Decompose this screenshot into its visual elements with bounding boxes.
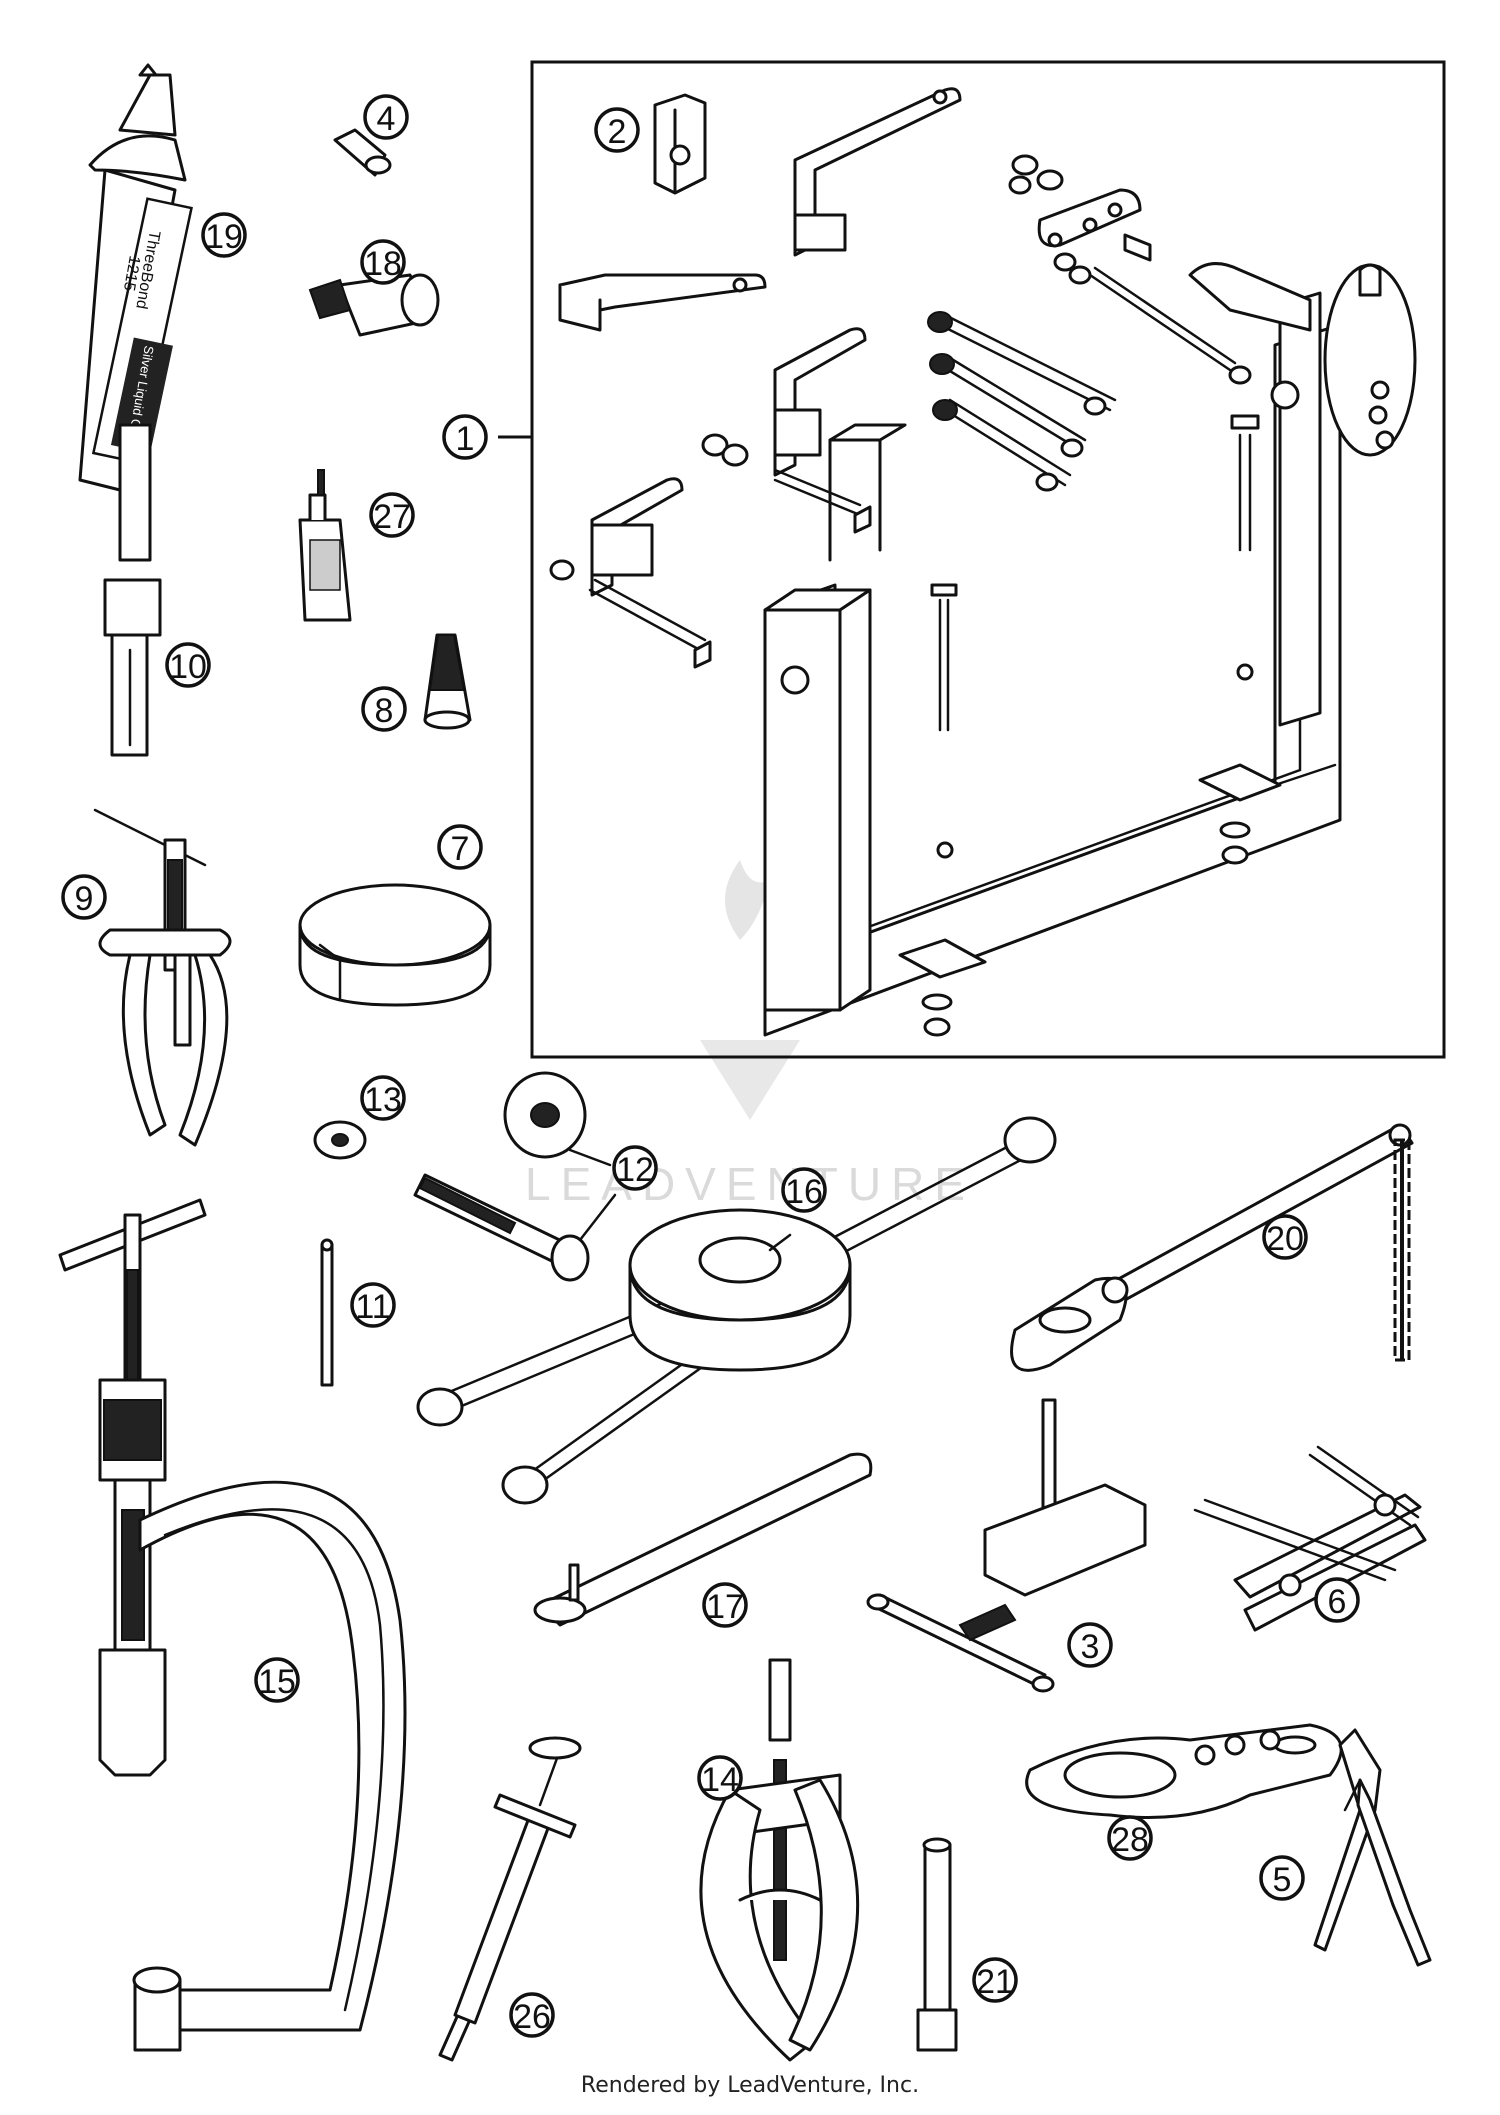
callout-label: 13 — [364, 1081, 402, 1119]
callout-label: 16 — [785, 1173, 823, 1211]
callout-label: 20 — [1266, 1220, 1304, 1258]
clutch-holder — [1025, 1723, 1343, 1819]
snap-ring-pliers — [1313, 1728, 1432, 1967]
callout-7: 7 — [437, 824, 483, 870]
sprocket-holder — [1010, 1123, 1414, 1372]
callout-12: 12 — [612, 1145, 658, 1191]
callout-label: 27 — [373, 498, 411, 536]
callout-1: 1 — [442, 414, 488, 460]
nozzle — [333, 128, 392, 177]
callout-21: 21 — [972, 1957, 1018, 2003]
callout-10: 10 — [165, 642, 211, 688]
bolt-and-bushing — [413, 1071, 617, 1282]
callout-28: 28 — [1107, 1815, 1153, 1861]
thread-lock-bottle — [298, 469, 352, 622]
callout-2: 2 — [594, 107, 640, 153]
chain-breaker — [866, 1398, 1147, 1693]
callout-label: 1 — [456, 420, 475, 458]
stand-kit-frame — [530, 60, 1446, 1059]
tube-number: 1215 — [120, 254, 143, 292]
callout-label: 18 — [364, 245, 402, 283]
footer-credit: Rendered by LeadVenture, Inc. — [580, 2073, 920, 2098]
callout-label: 26 — [513, 1998, 551, 2036]
pin — [320, 1238, 334, 1387]
callout-label: 5 — [1273, 1861, 1292, 1899]
callout-11: 11 — [350, 1282, 396, 1328]
callout-label: 8 — [375, 692, 394, 730]
callout-label: 28 — [1111, 1821, 1149, 1859]
callout-20: 20 — [1262, 1214, 1308, 1260]
hex-socket — [916, 1837, 958, 2052]
callout-label: 12 — [616, 1151, 654, 1189]
callout-8: 8 — [361, 686, 407, 732]
callout-label: 7 — [451, 830, 470, 868]
gear-puller — [699, 1658, 860, 2062]
callout-label: 4 — [377, 100, 396, 138]
adapter — [308, 273, 440, 337]
callout-label: 17 — [706, 1588, 744, 1626]
callout-14: 14 — [697, 1755, 743, 1801]
callout-26: 26 — [509, 1992, 555, 2038]
engine-stand — [549, 87, 1417, 1037]
callout-6: 6 — [1314, 1577, 1360, 1623]
callout-label: 15 — [258, 1663, 296, 1701]
callout-19: 19 — [201, 212, 247, 258]
flywheel-puller — [416, 1116, 1057, 1505]
callout-label: 19 — [205, 218, 243, 256]
ring-compressor — [298, 883, 492, 1007]
inner-bearing-puller — [103, 423, 162, 757]
grease-syringe — [438, 1736, 582, 2062]
two-jaw-puller — [93, 808, 232, 1147]
callout-4: 4 — [363, 94, 409, 140]
callout-13: 13 — [360, 1075, 406, 1121]
callout-label: 21 — [976, 1963, 1014, 2001]
holding-puller — [1193, 1445, 1427, 1632]
pin-spanner — [533, 1452, 873, 1627]
callout-17: 17 — [702, 1582, 748, 1628]
valve-spring-compressor — [58, 1198, 407, 2052]
callout-15: 15 — [254, 1657, 300, 1703]
callout-16: 16 — [781, 1167, 827, 1213]
callout-label: 9 — [75, 880, 94, 918]
callout-label: 10 — [169, 648, 207, 686]
callout-3: 3 — [1067, 1622, 1113, 1668]
callout-18: 18 — [360, 239, 406, 285]
watermark: LEADVENTURE — [525, 860, 975, 1210]
callout-9: 9 — [61, 874, 107, 920]
callout-label: 14 — [701, 1761, 739, 1799]
taper-sleeve — [423, 633, 472, 730]
callout-label: 3 — [1081, 1628, 1100, 1666]
callout-27: 27 — [369, 492, 415, 538]
callout-label: 11 — [355, 1288, 390, 1326]
callout-label: 2 — [608, 113, 627, 151]
spacer — [313, 1120, 367, 1160]
watermark-text: LEADVENTURE — [525, 1158, 975, 1210]
callout-5: 5 — [1259, 1855, 1305, 1901]
callout-label: 6 — [1328, 1583, 1347, 1621]
